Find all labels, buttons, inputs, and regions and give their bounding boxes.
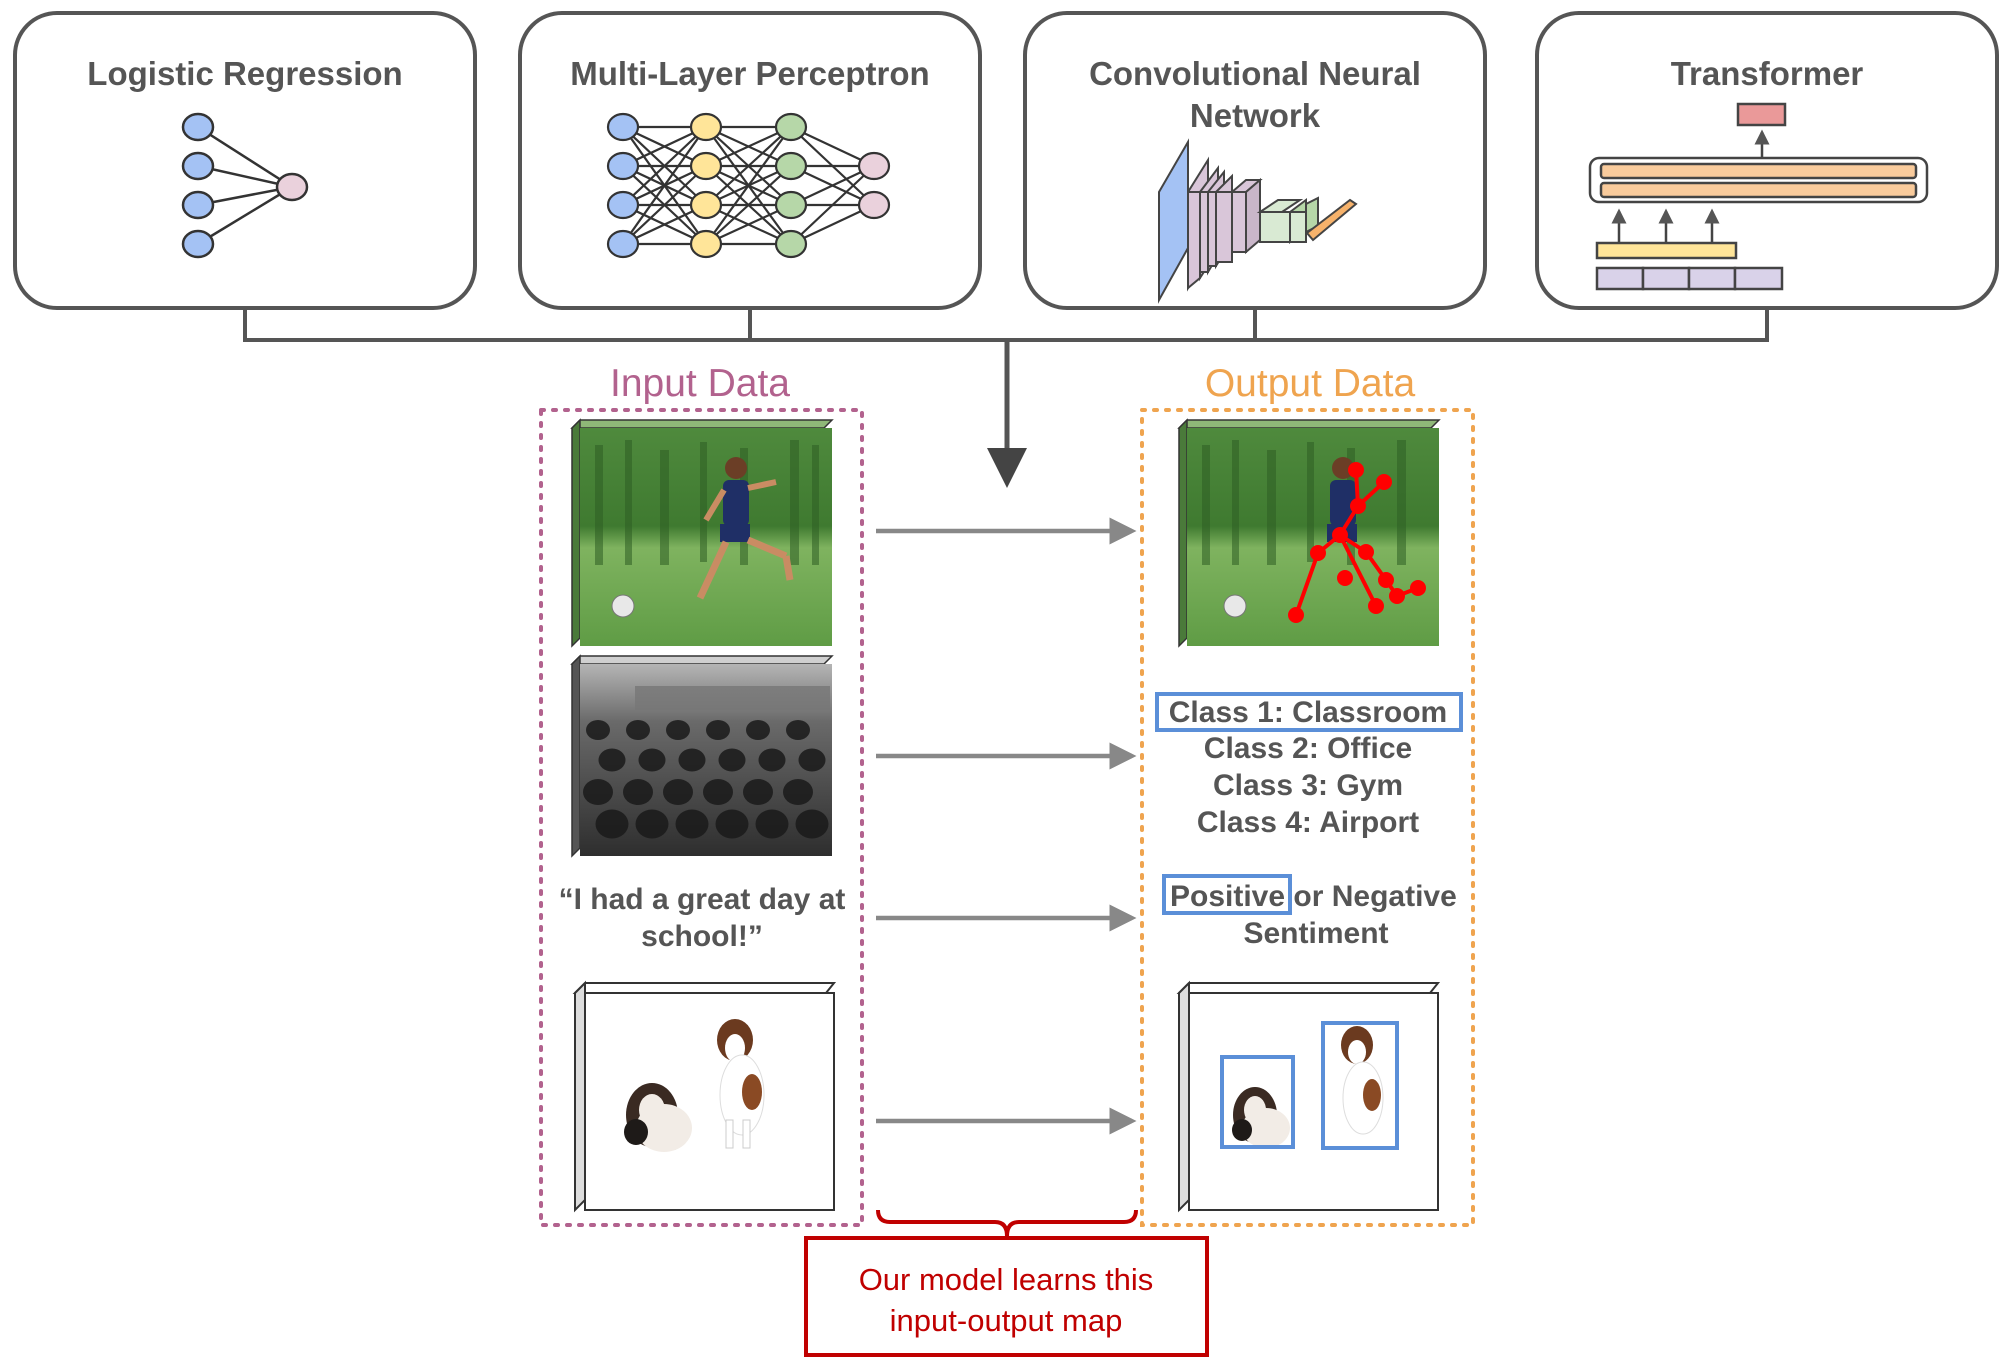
student-head: [743, 779, 773, 805]
mlp-node: [689, 229, 723, 259]
sentiment-line1: Positive or Negative: [1170, 880, 1457, 913]
class-1-label: Class 1: Classroom: [1169, 696, 1447, 729]
student-head: [635, 809, 669, 839]
sentiment-positive: Positive: [1170, 880, 1285, 913]
object-detection-photo: [1176, 980, 1441, 1213]
dogs-photo: [572, 980, 837, 1213]
student-head: [583, 779, 613, 805]
bbox-right-dog: [1321, 1021, 1399, 1150]
mlp-node: [606, 151, 640, 181]
positive-highlight: [1162, 874, 1292, 915]
student-head: [666, 720, 690, 740]
mlp-edge: [705, 126, 792, 206]
brace: [876, 1209, 1138, 1237]
student-head: [755, 809, 789, 839]
student-head: [626, 720, 650, 740]
mlp-edge: [622, 126, 707, 206]
map-arrows: [876, 517, 1137, 1135]
input-data-heading: Input Data: [610, 362, 790, 405]
mlp-node: [689, 190, 723, 220]
mlp-node: [774, 229, 808, 259]
class-1-highlight: [1155, 692, 1463, 732]
pose-estimation-photo: [1177, 418, 1441, 648]
student-head: [715, 809, 749, 839]
cnn-layers-icon: [1158, 138, 1358, 304]
mlp-node: [606, 229, 640, 259]
text-input-line2: school!”: [641, 920, 763, 953]
student-head: [795, 809, 829, 839]
mlp-node: [774, 190, 808, 220]
student-head: [623, 779, 653, 805]
student-head: [638, 748, 666, 772]
model-title-cnn-line2: Network: [1190, 97, 1321, 134]
model-title-mlp: Multi-Layer Perceptron: [570, 55, 929, 92]
model-box-logistic-regression: Logistic Regression: [13, 11, 477, 310]
student-head: [675, 809, 709, 839]
student-head: [783, 779, 813, 805]
dog-right: [717, 1019, 765, 1149]
model-box-mlp: Multi-Layer Perceptron: [518, 11, 982, 310]
mlp-edge: [622, 126, 707, 245]
student-head: [746, 720, 770, 740]
mlp-edge: [705, 165, 792, 245]
pose-skeleton: [1288, 462, 1426, 623]
mlp-edge: [705, 126, 792, 245]
student-head: [718, 748, 746, 772]
dog-left: [624, 1083, 692, 1152]
student-head: [703, 779, 733, 805]
note-line2: input-output map: [890, 1303, 1123, 1338]
logistic-regression-icon: [181, 112, 309, 259]
mlp-node: [689, 151, 723, 181]
text-input-line1: “I had a great day at: [559, 883, 846, 916]
mlp-network-icon: [606, 112, 891, 259]
input-data-panel: [539, 408, 864, 1227]
student-head: [798, 748, 826, 772]
sentiment-line2: Sentiment: [1243, 917, 1388, 950]
mlp-edge: [790, 165, 875, 245]
mlp-node: [857, 151, 891, 181]
model-connector: [243, 308, 1769, 488]
mlp-node: [857, 190, 891, 220]
student-head: [586, 720, 610, 740]
mlp-node: [774, 151, 808, 181]
student-head: [663, 779, 693, 805]
class-3-label: Class 3: Gym: [1213, 769, 1403, 802]
class-2-label: Class 2: Office: [1204, 732, 1412, 765]
student-head: [678, 748, 706, 772]
soccer-player-photo: [570, 418, 834, 648]
model-box-cnn: Convolutional Neural Network: [1023, 11, 1487, 310]
model-box-transformer: Transformer: [1535, 11, 1999, 310]
student-head: [595, 809, 629, 839]
mlp-node: [774, 112, 808, 142]
transformer-icon: [1588, 102, 1929, 291]
student-head: [786, 720, 810, 740]
mlp-node: [606, 112, 640, 142]
classroom-photo: [570, 654, 834, 858]
note-box: [804, 1236, 1209, 1357]
note-line1: Our model learns this: [859, 1262, 1154, 1297]
mlp-node: [689, 112, 723, 142]
output-data-heading: Output Data: [1205, 362, 1416, 405]
output-data-panel: [1140, 408, 1475, 1227]
model-title-logistic-regression: Logistic Regression: [87, 55, 402, 92]
bbox-left-dog: [1220, 1055, 1295, 1149]
student-head: [598, 748, 626, 772]
model-title-transformer: Transformer: [1671, 55, 1864, 92]
student-head: [706, 720, 730, 740]
sentiment-rest: or Negative: [1285, 880, 1457, 913]
mlp-node: [606, 190, 640, 220]
mlp-edge: [622, 165, 707, 245]
model-title-cnn-line1: Convolutional Neural: [1089, 55, 1421, 92]
class-4-label: Class 4: Airport: [1197, 806, 1419, 839]
student-head: [758, 748, 786, 772]
soccer-player-figure: [611, 457, 794, 618]
